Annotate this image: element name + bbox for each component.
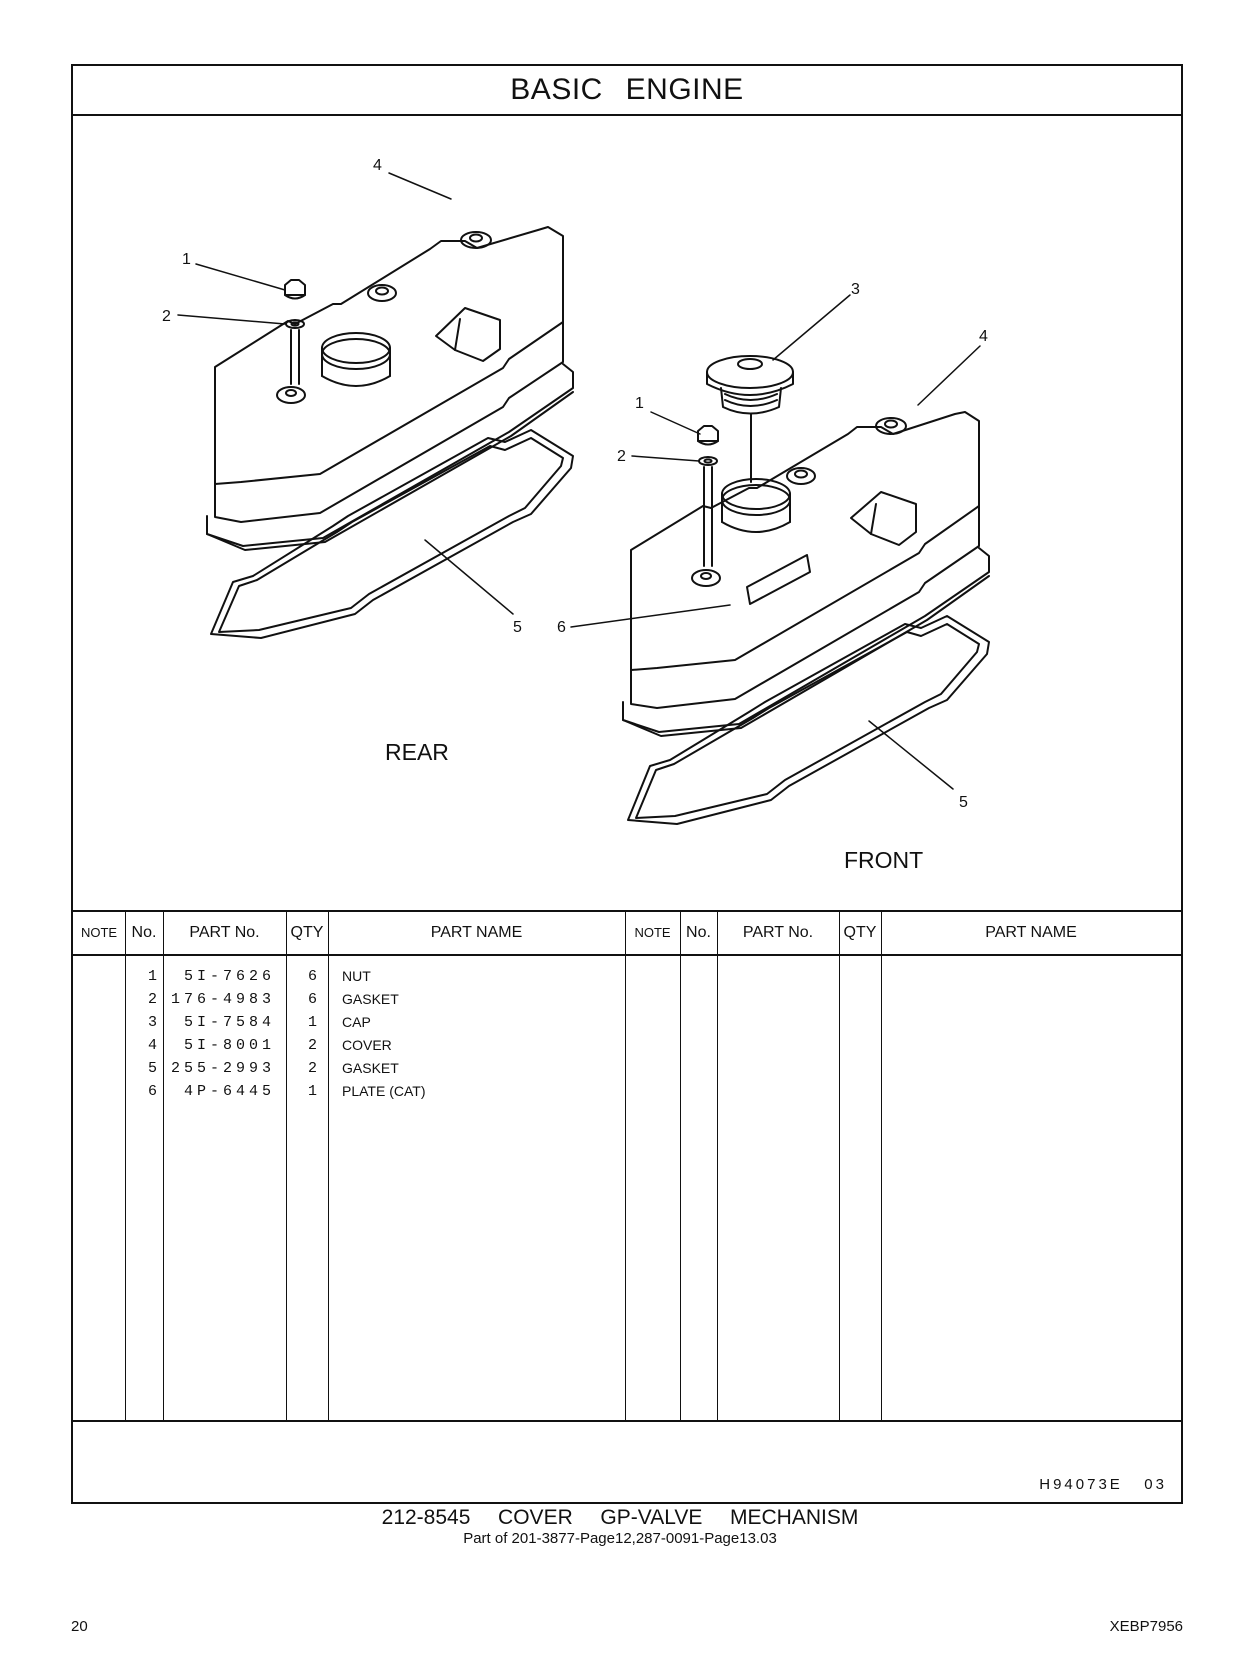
rear-valve-cover: [206, 226, 574, 639]
parts-table-header: NOTE No. PART No. QTY PART NAME NOTE No.…: [73, 910, 1181, 956]
row-qty: 6: [307, 968, 317, 985]
table-row: 5 255-2993 2 GASKET: [73, 1060, 673, 1083]
callout-rear-5: 5: [513, 619, 522, 636]
row-qty: 6: [307, 991, 317, 1008]
callout-front-5: 5: [959, 794, 968, 811]
column-divider: [717, 910, 718, 1422]
column-divider: [328, 910, 329, 1422]
row-part-name: CAP: [342, 1014, 371, 1030]
column-divider: [625, 910, 626, 1422]
leader-lines: [177, 172, 981, 790]
row-qty: 1: [307, 1083, 317, 1100]
drawing-code: H94073E 03: [1039, 1476, 1167, 1493]
figure-caption: 212-8545 COVER GP-VALVE MECHANISM: [381, 1506, 859, 1529]
row-no: 3: [147, 1014, 157, 1031]
table-row: 2 176-4983 6 GASKET: [73, 991, 673, 1014]
table-row: 4 5I-8001 2 COVER: [73, 1037, 673, 1060]
row-part-name: NUT: [342, 968, 371, 984]
parts-table-body: 1 5I-7626 6 NUT 2 176-4983 6 GASKET 3 5I…: [73, 956, 1181, 1422]
column-divider: [881, 910, 882, 1422]
valve-cover-illustration: 1 2 4 5 1 2 3 4 5 6: [162, 157, 990, 825]
col-part-no: PART No.: [189, 924, 260, 941]
parts-sheet-frame: BASIC ENGINE: [71, 64, 1183, 1504]
page-number: 20: [71, 1618, 88, 1635]
row-part-name: COVER: [342, 1037, 392, 1053]
row-part-no: 5I-7584: [183, 1014, 275, 1031]
col-note-2: NOTE: [634, 925, 671, 940]
table-row: 1 5I-7626 6 NUT: [73, 968, 673, 991]
callout-front-4: 4: [979, 328, 988, 345]
row-qty: 2: [307, 1060, 317, 1077]
table-row: 6 4P-6445 1 PLATE (CAT): [73, 1083, 673, 1106]
callout-front-1: 1: [635, 395, 644, 412]
column-divider: [286, 910, 287, 1422]
row-no: 5: [147, 1060, 157, 1077]
row-part-name: GASKET: [342, 1060, 399, 1076]
document-code: XEBP7956: [1109, 1618, 1183, 1635]
callout-rear-1: 1: [182, 251, 191, 268]
col-qty-2: QTY: [843, 924, 877, 941]
row-qty: 2: [307, 1037, 317, 1054]
col-qty: QTY: [290, 924, 324, 941]
callout-front-3: 3: [851, 281, 860, 298]
exploded-view-drawing: 1 2 4 5 1 2 3 4 5 6 REAR FRONT: [73, 114, 1181, 910]
row-part-name: PLATE (CAT): [342, 1083, 426, 1099]
figure-subcaption: Part of 201-3877-Page12,287-0091-Page13.…: [463, 1530, 777, 1547]
row-part-no: 255-2993: [170, 1060, 275, 1077]
row-no: 1: [147, 968, 157, 985]
column-divider: [125, 910, 126, 1422]
col-no: No.: [131, 924, 157, 941]
page-title: BASIC ENGINE: [73, 66, 1181, 116]
row-part-no: 5I-8001: [183, 1037, 275, 1054]
row-qty: 1: [307, 1014, 317, 1031]
rear-view-label: REAR: [385, 739, 449, 765]
row-part-name: GASKET: [342, 991, 399, 1007]
col-part-name-2: PART NAME: [985, 924, 1077, 941]
column-divider: [839, 910, 840, 1422]
row-no: 6: [147, 1083, 157, 1100]
front-view-label: FRONT: [844, 847, 924, 873]
front-valve-cover: [622, 355, 990, 825]
row-part-no: 4P-6445: [183, 1083, 275, 1100]
col-no-2: No.: [686, 924, 711, 941]
table-row: 3 5I-7584 1 CAP: [73, 1014, 673, 1037]
col-note: NOTE: [80, 925, 118, 940]
col-part-no-2: PART No.: [742, 924, 814, 941]
column-divider: [163, 910, 164, 1422]
callout-rear-2: 2: [162, 308, 171, 325]
callout-front-6: 6: [557, 619, 566, 636]
col-part-name: PART NAME: [430, 924, 523, 941]
row-part-no: 5I-7626: [183, 968, 275, 985]
callout-rear-4: 4: [373, 157, 382, 174]
row-no: 4: [147, 1037, 157, 1054]
callout-front-2: 2: [617, 448, 626, 465]
row-part-no: 176-4983: [170, 991, 275, 1008]
column-divider: [680, 910, 681, 1422]
row-no: 2: [147, 991, 157, 1008]
